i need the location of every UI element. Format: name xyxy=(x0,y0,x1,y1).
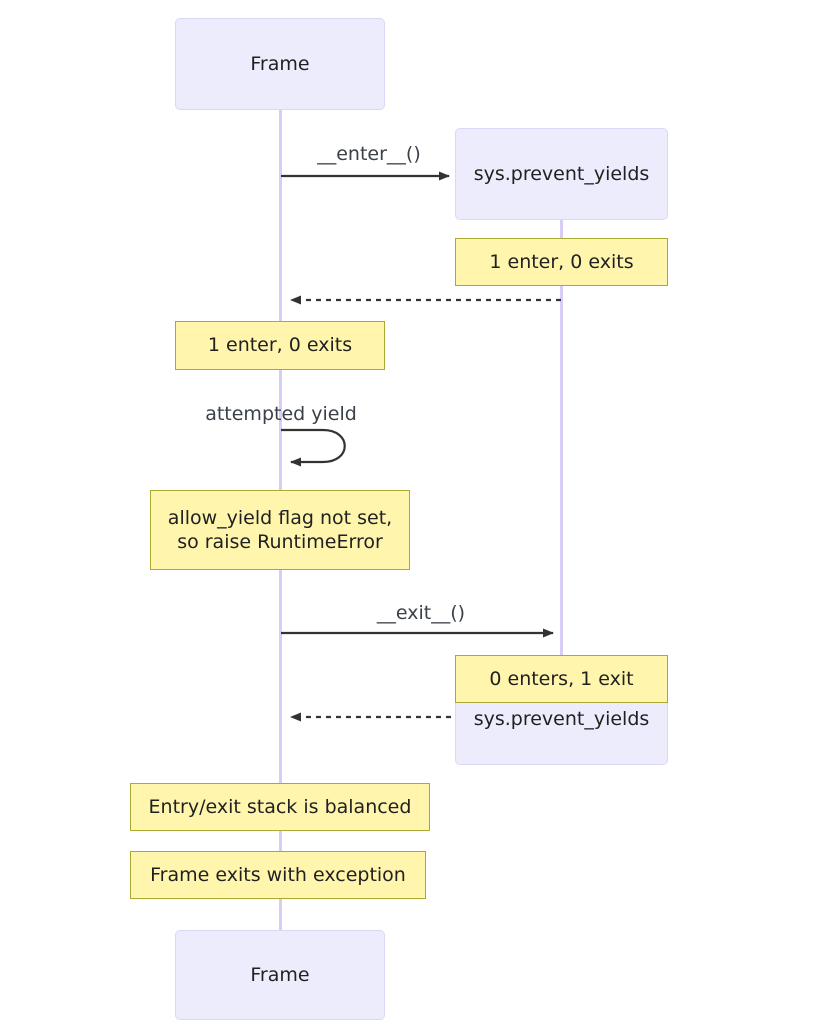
actor-frame-top-label: Frame xyxy=(250,53,310,75)
label-attempted-yield-text: attempted yield xyxy=(205,403,357,425)
note-frame-exception-text: Frame exits with exception xyxy=(150,863,406,886)
actor-frame-bottom[interactable]: Frame xyxy=(175,930,385,1020)
label-exit-call: __exit__() xyxy=(281,602,561,624)
actor-sys-prevent-yields-top[interactable]: sys.prevent_yields xyxy=(455,128,668,220)
actor-sys-prevent-yields-top-label: sys.prevent_yields xyxy=(473,163,650,185)
label-attempted-yield: attempted yield xyxy=(198,403,364,425)
actor-frame-bottom-label: Frame xyxy=(250,964,310,986)
actor-frame-top[interactable]: Frame xyxy=(175,18,385,110)
label-enter-call-text: __enter__() xyxy=(317,143,421,165)
arrow-attempted-yield-self xyxy=(281,428,346,467)
note-frame-enter-count-text: 1 enter, 0 exits xyxy=(207,334,353,357)
note-runtime-error-line1: allow_yield flag not set, xyxy=(167,506,393,529)
note-runtime-error: allow_yield flag not set, so raise Runti… xyxy=(150,490,410,570)
note-runtime-error-text: allow_yield flag not set, so raise Runti… xyxy=(168,506,392,555)
note-frame-exception: Frame exits with exception xyxy=(130,851,426,899)
note-runtime-error-line2: so raise RuntimeError xyxy=(177,531,383,553)
note-sys-enter-count: 1 enter, 0 exits xyxy=(455,238,668,286)
note-stack-balanced-text: Entry/exit stack is balanced xyxy=(148,795,412,818)
note-stack-balanced: Entry/exit stack is balanced xyxy=(130,783,430,831)
note-sys-exit-count-text: 0 enters, 1 exit xyxy=(489,667,634,690)
label-enter-call: __enter__() xyxy=(281,143,457,165)
note-sys-exit-count: 0 enters, 1 exit xyxy=(455,655,668,703)
note-frame-enter-count: 1 enter, 0 exits xyxy=(175,321,385,370)
label-exit-call-text: __exit__() xyxy=(376,602,466,624)
actor-sys-prevent-yields-bottom-label: sys.prevent_yields xyxy=(473,708,650,730)
lifeline-sys-prevent-yields xyxy=(560,220,563,655)
note-sys-enter-count-text: 1 enter, 0 exits xyxy=(489,250,634,273)
